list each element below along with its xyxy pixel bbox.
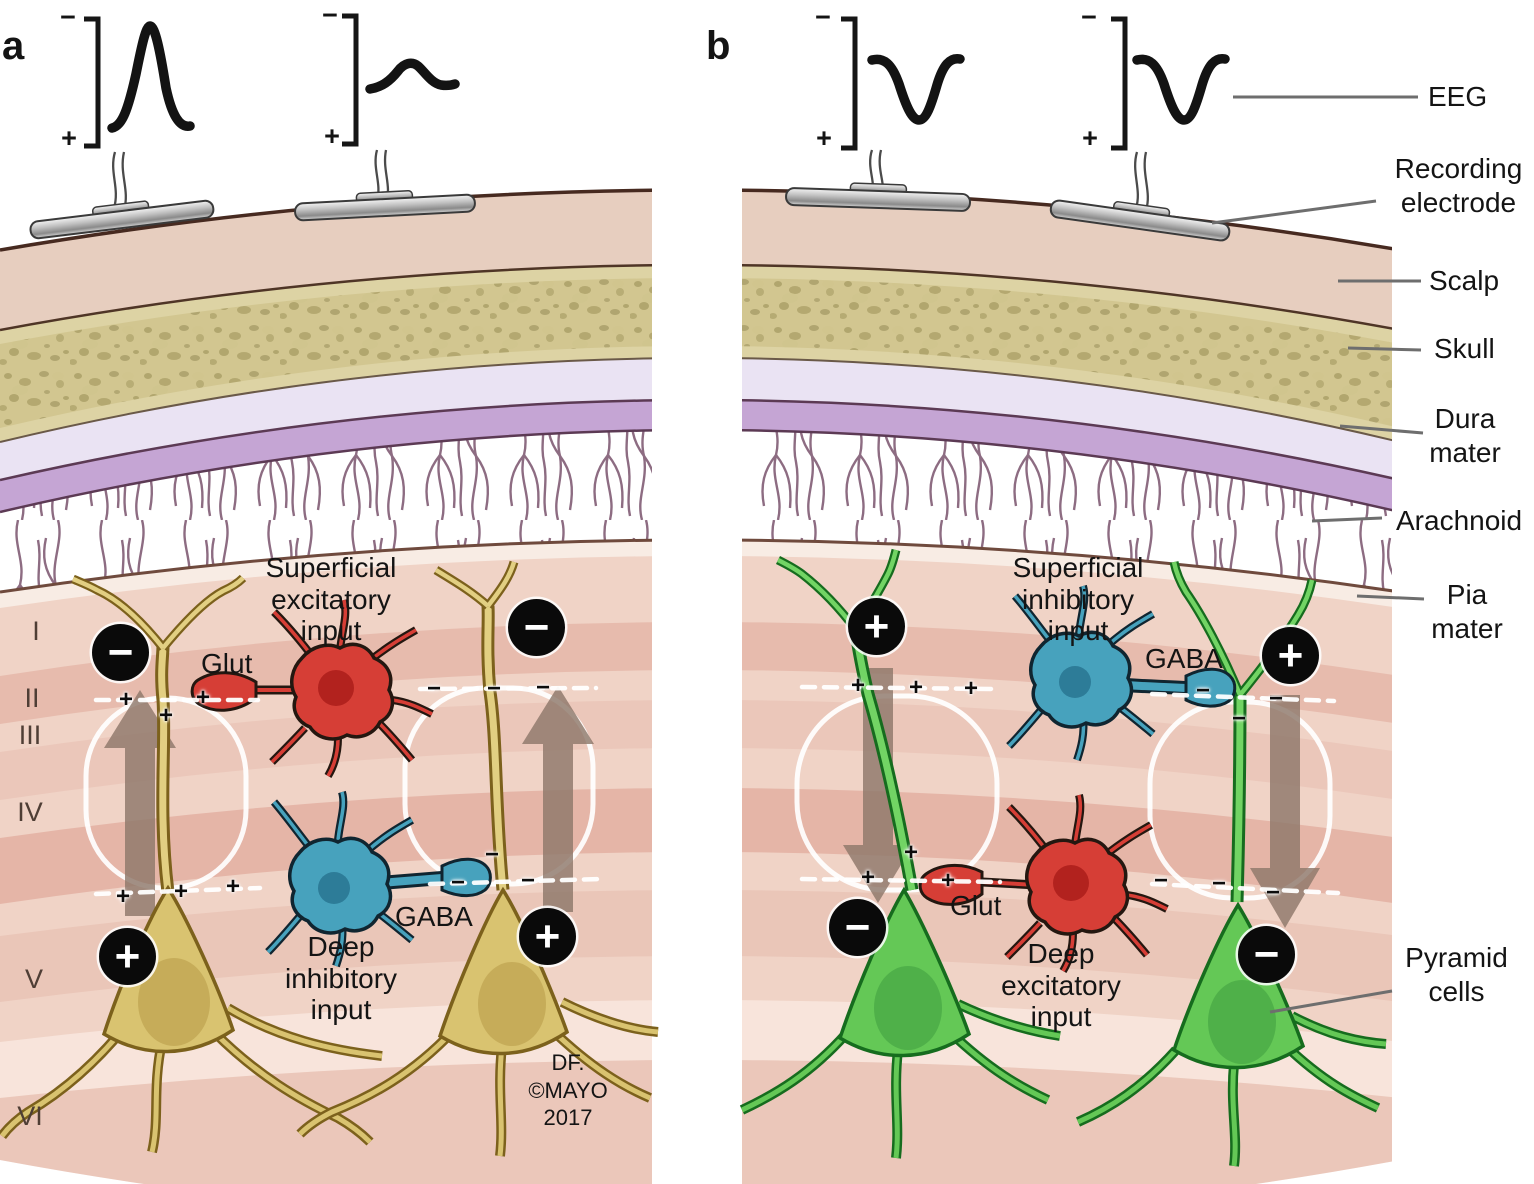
label-superficial-inhibitory-input: Superficial inhibitory input: [1012, 552, 1144, 647]
arrow-down-icon: [843, 668, 913, 903]
label-dura-mater: Dura mater: [1429, 403, 1501, 468]
panel-letter-b: b: [706, 24, 731, 68]
arrow-down-icon: [1250, 695, 1320, 928]
cortical-layer-v: V: [24, 964, 43, 994]
cortical-layer-iii: III: [18, 720, 42, 750]
recording-electrode: [1049, 199, 1231, 242]
panel-letter-a: a: [2, 24, 25, 68]
inhibitory-neuron-a: [268, 792, 492, 966]
pole-badge: −: [1238, 926, 1295, 983]
pole-badge: +: [1262, 627, 1319, 684]
arrow-up-icon: [522, 686, 594, 912]
recording-electrode: [294, 190, 476, 222]
label-glut-a: Glut: [201, 648, 253, 679]
eeg-trace-a2: [365, 58, 460, 94]
polarity-minus: −: [815, 2, 831, 32]
pyramidal-cell-a-right: [296, 560, 659, 1157]
recording-electrode: [785, 182, 971, 212]
label-deep-excitatory-input: Deep excitatory input: [1001, 938, 1121, 1033]
label-leader-lines: [1211, 95, 1425, 1014]
label-glut-b: Glut: [950, 890, 1002, 921]
cortical-layer-iv: IV: [17, 797, 43, 827]
pole-badge: +: [848, 598, 905, 655]
cortical-layer-i: I: [32, 616, 40, 646]
polarity-minus: −: [322, 0, 338, 30]
polarity-plus: +: [61, 123, 77, 153]
label-pyramid-cells: Pyramid cells: [1405, 942, 1508, 1007]
glut-terminal: [918, 864, 984, 906]
eeg-trace-a1: [107, 21, 195, 133]
excitatory-neuron-b: [918, 795, 1167, 971]
eeg-scale-brackets: [84, 13, 1128, 151]
eeg-trace-b2: [1132, 53, 1230, 125]
current-flow-dashes: [93, 684, 1341, 897]
pole-badge: −: [508, 599, 565, 656]
cortical-layer-vi: VI: [17, 1101, 43, 1131]
gaba-terminal: [440, 857, 492, 898]
pole-badge: +: [99, 928, 156, 985]
polarity-plus: +: [324, 121, 340, 151]
cortical-layer-ii: II: [24, 683, 40, 713]
label-deep-inhibitory-input: Deep inhibitory input: [284, 931, 398, 1026]
eeg-waveforms: [107, 21, 1230, 133]
polarity-plus: +: [1082, 123, 1098, 153]
pyramidal-cell-b-right: [1075, 561, 1387, 1167]
label-scalp: Scalp: [1429, 265, 1500, 296]
pyramidal-cell-b-left: [739, 548, 1061, 1159]
polarity-minus: −: [1081, 2, 1097, 32]
label-skull: Skull: [1434, 333, 1495, 364]
pole-badge: −: [829, 899, 886, 956]
recording-electrode: [29, 199, 215, 240]
copyright-watermark: DF. ©MAYO 2017: [528, 1050, 608, 1130]
label-recording-electrode: Recording electrode: [1394, 153, 1523, 218]
label-arachnoid: Arachnoid: [1396, 505, 1523, 536]
pole-badge: −: [92, 624, 149, 681]
pole-badge: +: [519, 908, 576, 965]
polarity-plus: +: [816, 123, 832, 153]
polarity-minus: −: [60, 2, 76, 32]
label-gaba-b: GABA: [1145, 643, 1223, 674]
gaba-terminal: [1184, 667, 1237, 708]
eeg-trace-b1: [867, 53, 965, 125]
label-eeg: EEG: [1428, 81, 1488, 112]
label-superficial-excitatory-input: Superficial excitatory input: [265, 552, 397, 647]
label-pia-mater: Pia mater: [1431, 579, 1503, 644]
label-gaba-a: GABA: [395, 901, 473, 932]
